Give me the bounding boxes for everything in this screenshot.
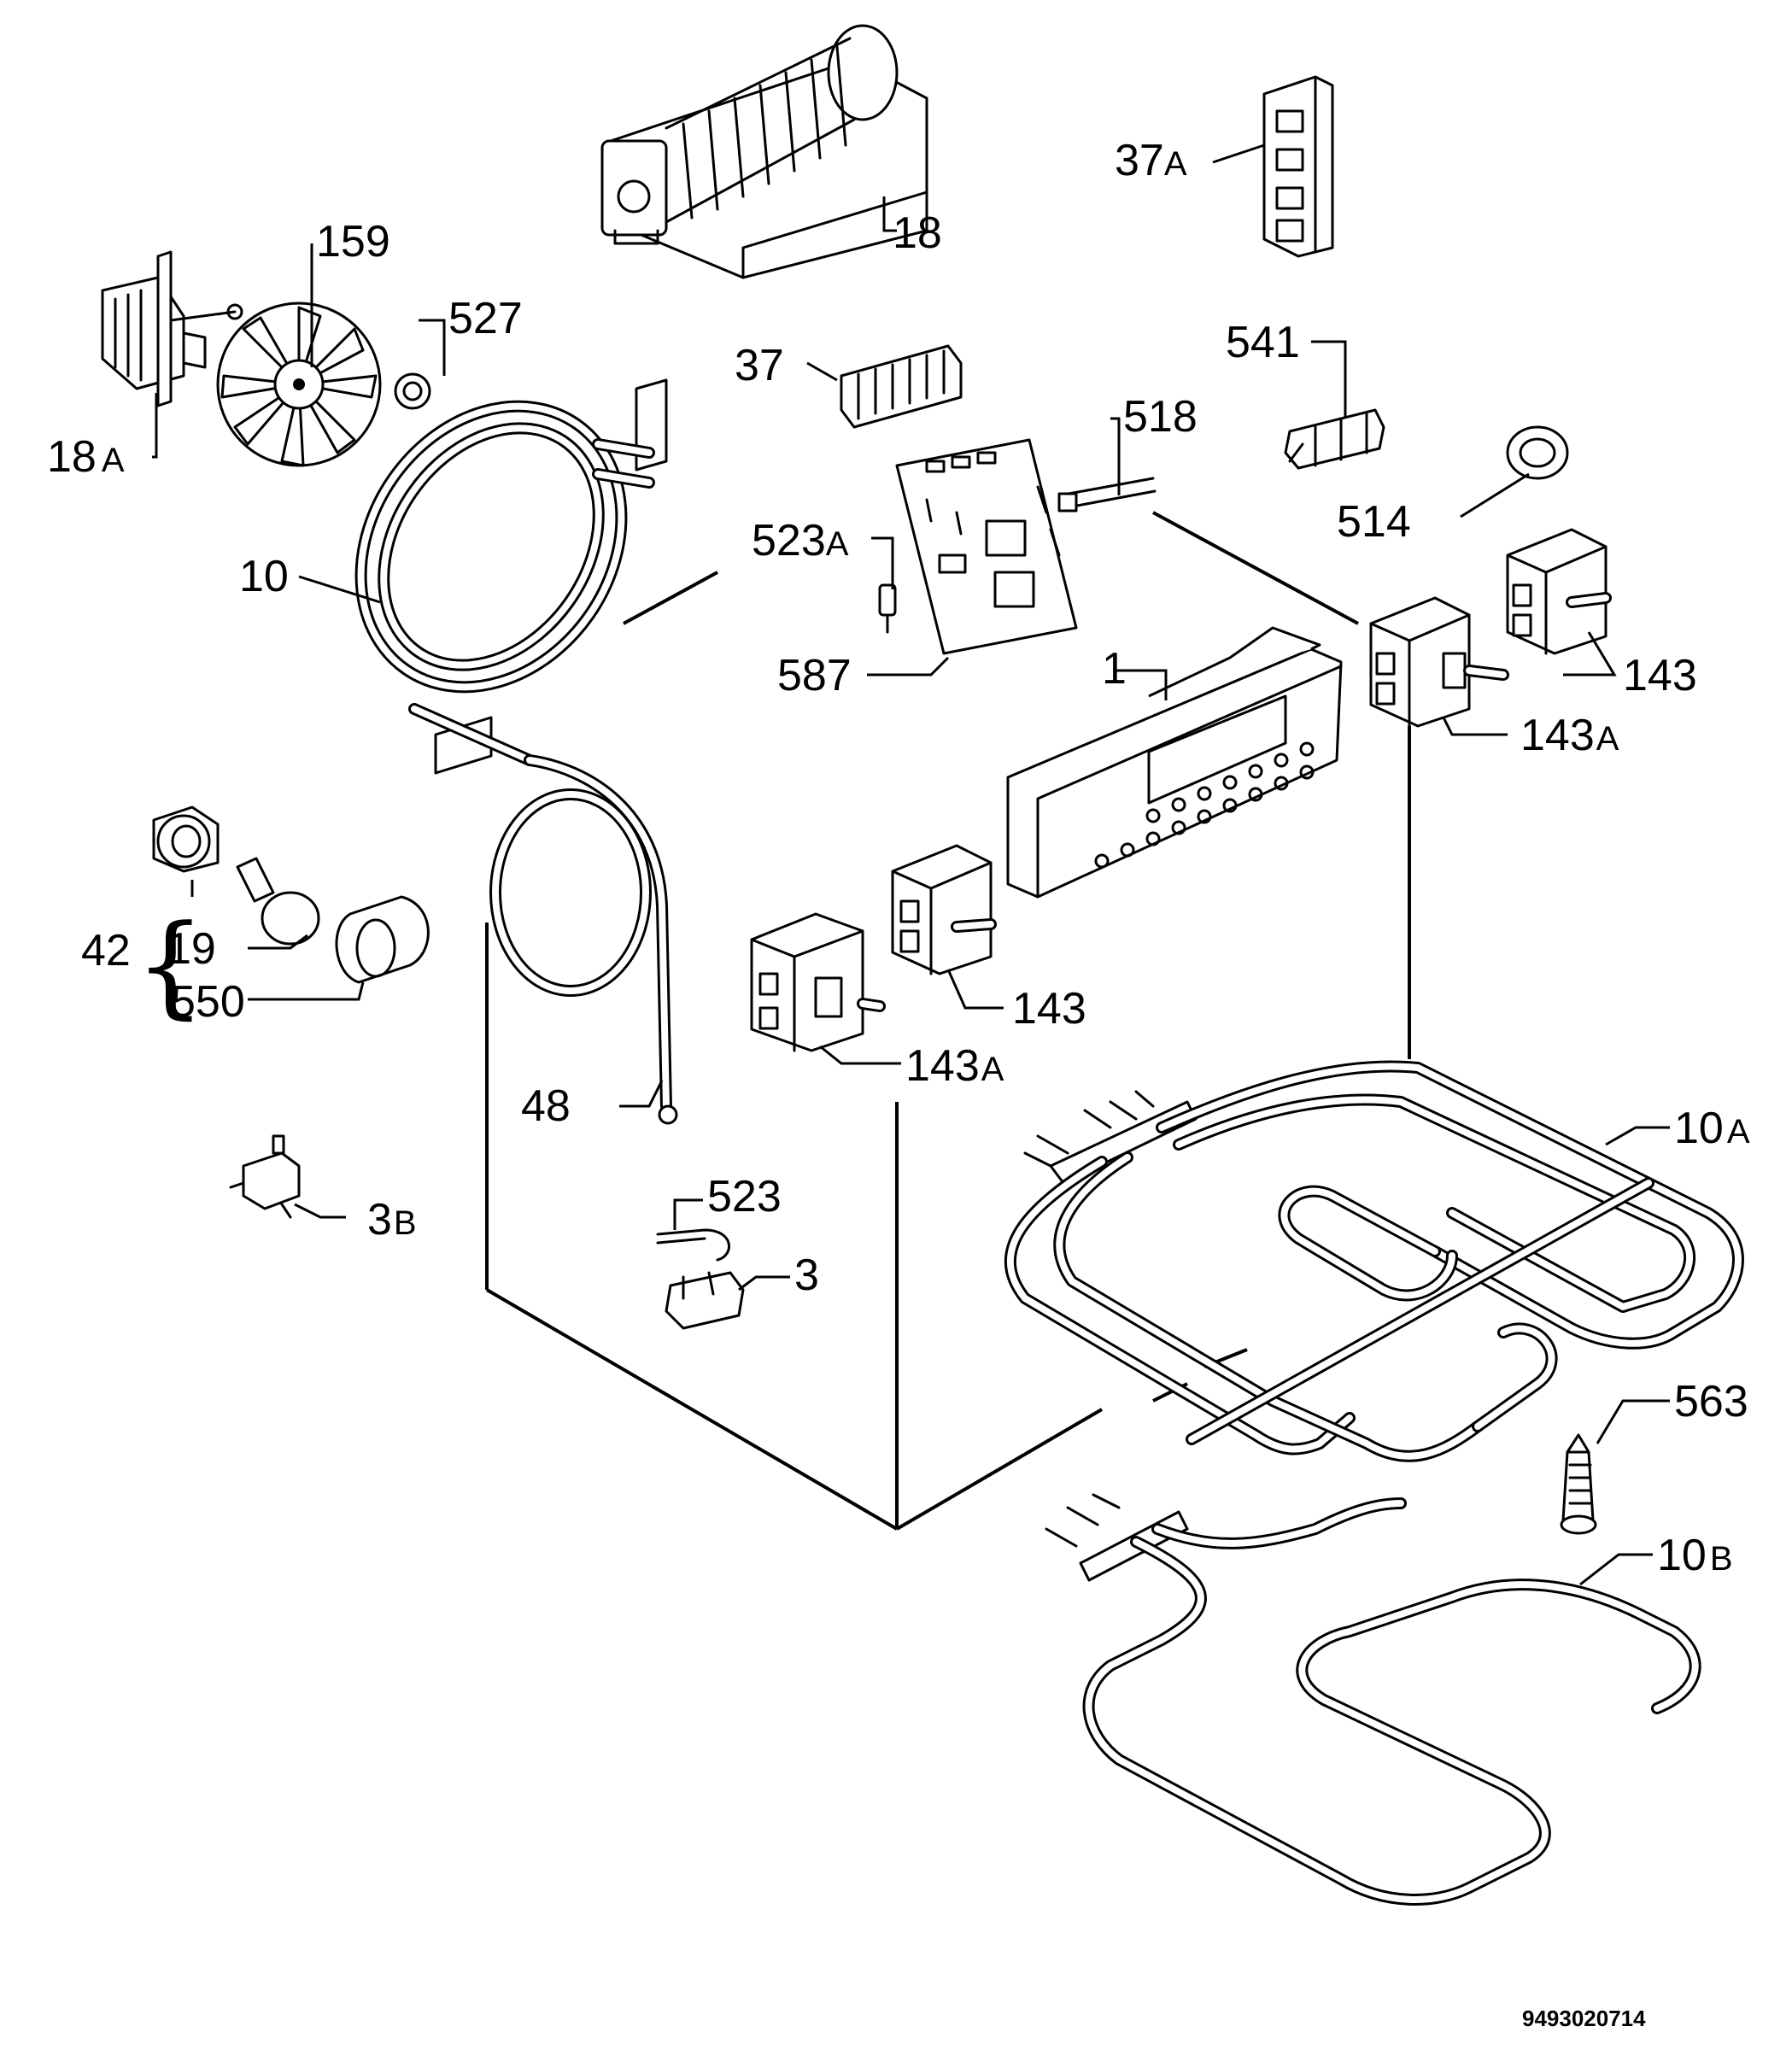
programmer-module-part [1006,626,1343,899]
label-3b: 3B [367,1195,417,1245]
grill-element-10a-part [1004,1060,1744,1462]
label-143-top: 143 [1623,651,1697,700]
switch-143a-top-part [1369,596,1509,728]
control-board-part [895,438,1078,655]
label-3: 3 [794,1250,819,1300]
terminal-block-37-part [840,344,963,429]
safety-thermostat-3b-part [229,1134,301,1219]
lamp-ring-part [1506,425,1569,480]
label-19: 19 [167,924,216,974]
switch-143-top-part [1506,528,1612,655]
capillary-probe-part [408,703,678,1125]
screw-563-part [1560,1433,1597,1535]
label-563: 563 [1674,1377,1748,1426]
label-143a-mid: 143A [905,1041,1004,1091]
label-527: 527 [448,294,523,343]
bottom-element-10b-part [1045,1493,1701,1906]
label-37: 37 [735,341,784,390]
programmer-buttons [1094,741,1315,869]
wire-518-part [1057,477,1157,512]
label-37a: 37A [1115,136,1187,185]
label-541: 541 [1226,318,1300,367]
label-18: 18 [893,208,942,258]
label-159: 159 [316,217,390,266]
switch-143-mid-part [891,844,997,975]
clip-523-part [656,1228,730,1262]
fuse-523a-part [878,583,897,634]
label-10: 10 [239,552,289,601]
connector-541-part [1284,408,1385,470]
switch-143a-mid-part [750,912,886,1052]
label-587: 587 [777,651,852,700]
label-48: 48 [521,1081,571,1131]
label-550: 550 [171,977,245,1027]
label-523a: 523A [752,516,849,565]
circular-element-part [354,378,668,694]
fan-blade-part [216,302,382,467]
group-42-brace: { [135,900,206,1030]
fan-motor-part [101,250,243,407]
label-143-mid: 143 [1012,984,1086,1034]
oven-cavity-frame [485,511,1411,1531]
leader-lines [152,144,1670,1586]
tangential-fan-part [600,24,928,279]
label-523: 523 [707,1172,782,1221]
label-514: 514 [1337,497,1411,547]
label-1: 1 [1102,644,1127,694]
label-42: 42 [81,926,131,975]
nut-part [394,372,431,410]
thermostat-3-part [665,1271,745,1330]
drawing-code: 9493020714 [1522,2006,1646,2031]
terminal-strip-37a-part [1262,75,1334,258]
label-518: 518 [1123,392,1198,442]
lamp-assembly-part [152,805,430,984]
label-143a-top: 143A [1520,711,1619,760]
